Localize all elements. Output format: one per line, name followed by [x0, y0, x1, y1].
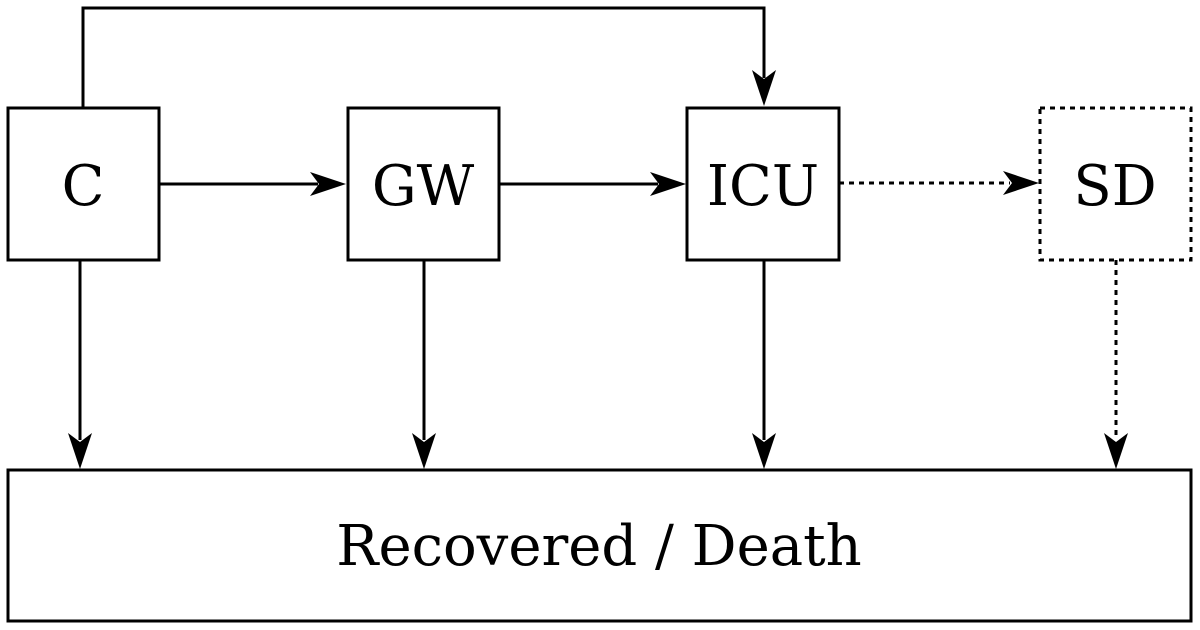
- arrowhead-icu-to-outcome: [752, 433, 776, 469]
- node-gw-box: [346, 106, 501, 262]
- node-outcome-box: [6, 468, 1193, 623]
- arrowhead-c-to-outcome: [68, 433, 92, 469]
- arrowhead-gw-to-icu: [650, 172, 686, 196]
- node-sd-box: [1038, 106, 1193, 262]
- node-c-box: [6, 106, 161, 262]
- node-sd: SD: [1038, 106, 1193, 262]
- node-sd-label: SD: [1073, 154, 1156, 219]
- arrowhead-c-to-gw: [310, 172, 346, 196]
- node-icu-label: ICU: [707, 154, 819, 219]
- node-gw-label: GW: [372, 154, 475, 219]
- arrowhead-c-to-icu: [752, 70, 776, 106]
- node-c-label: C: [62, 154, 105, 219]
- arrowhead-icu-to-sd: [1003, 171, 1039, 195]
- node-gw: GW: [346, 106, 501, 262]
- node-outcome: Recovered / Death: [6, 468, 1193, 623]
- arrowhead-sd-to-outcome: [1104, 433, 1128, 469]
- edge-c-to-icu: [81, 6, 766, 108]
- arrowhead-gw-to-outcome: [412, 433, 436, 469]
- node-outcome-label: Recovered / Death: [336, 514, 861, 579]
- node-icu-box: [685, 106, 841, 262]
- node-icu: ICU: [685, 106, 841, 262]
- node-c: C: [6, 106, 161, 262]
